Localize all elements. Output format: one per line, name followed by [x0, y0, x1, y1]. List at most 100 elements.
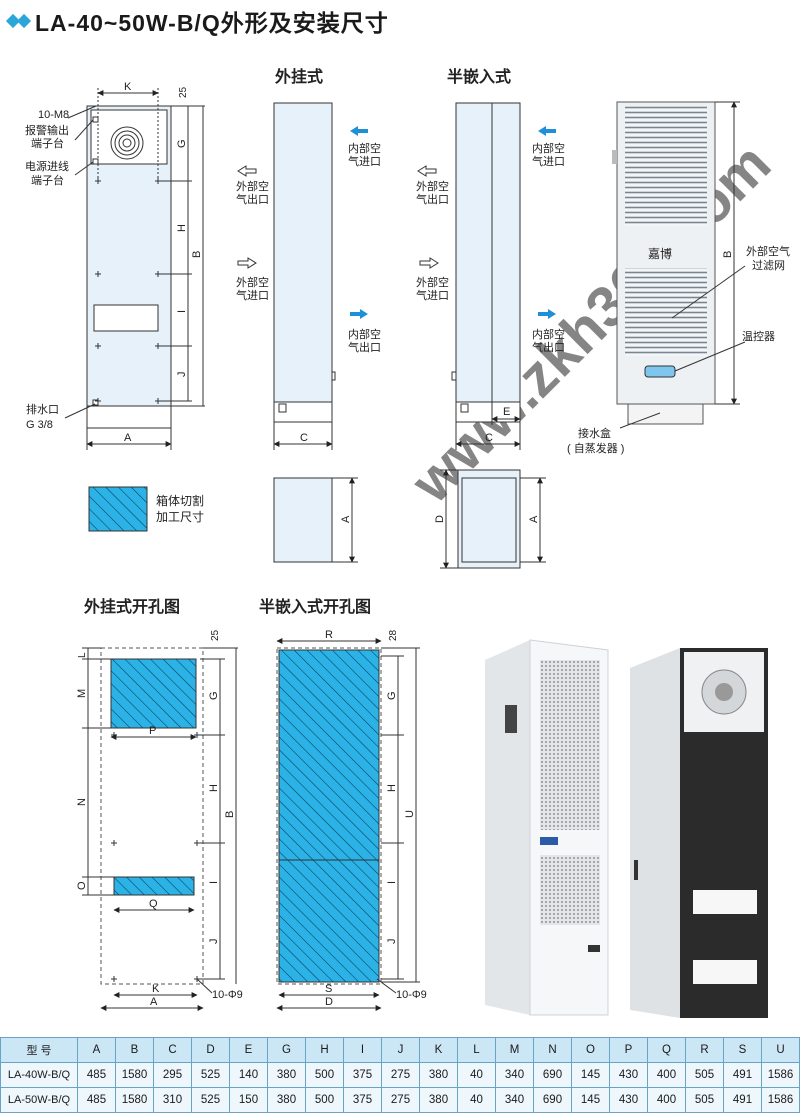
spec-table-cell: 500	[305, 1087, 344, 1113]
semi-int-in-2: 气进口	[532, 154, 565, 168]
cut-dim-a: A	[150, 996, 158, 1008]
legend-line-1: 箱体切割	[156, 493, 204, 508]
spec-table-cell: 500	[305, 1062, 344, 1088]
spec-table-header-cell: P	[609, 1037, 648, 1063]
callout-drain-2: G 3/8	[26, 419, 53, 431]
spec-table-cell: 380	[267, 1062, 306, 1088]
spec-table-header-cell: C	[153, 1037, 192, 1063]
cut-dim-k: K	[152, 983, 160, 995]
semi-ext-in-arrow-icon	[419, 257, 439, 269]
spec-table-header-cell: G	[267, 1037, 306, 1063]
dim-c-label-semi: C	[485, 432, 493, 444]
semi-ext-out-2: 气出口	[416, 192, 449, 206]
spec-table-cell: 430	[609, 1087, 648, 1113]
spec-table-header-cell: A	[77, 1037, 116, 1063]
spec-table-cell: LA-50W-B/Q	[0, 1087, 78, 1113]
semi-cut-dim-r: R	[325, 629, 333, 641]
cut-dim-p: P	[149, 725, 156, 737]
wall-ext-out-1: 外部空	[236, 179, 269, 193]
cut-dim-i: I	[208, 881, 220, 884]
semi-ext-out-arrow-icon	[417, 165, 437, 177]
cut-dim-h: H	[208, 784, 220, 792]
brand-logo: 嘉博	[648, 246, 672, 261]
spec-table-cell: 380	[419, 1087, 458, 1113]
spec-table-cell: 1580	[115, 1062, 154, 1088]
callout-alarm-2: 端子台	[31, 136, 64, 150]
int-in-arrow-icon	[350, 126, 368, 136]
spec-table-cell: 485	[77, 1087, 116, 1113]
dim-j-label: J	[176, 372, 188, 378]
semi-ext-in-2: 气进口	[416, 288, 449, 302]
dim-b-label: B	[191, 251, 203, 258]
spec-table-cell: 40	[457, 1062, 496, 1088]
spec-table-cell: LA-40W-B/Q	[0, 1062, 78, 1088]
spec-table-cell: 1580	[115, 1087, 154, 1113]
cut-dim-q: Q	[149, 898, 158, 910]
semi-cut-dim-d: D	[325, 996, 333, 1008]
spec-table-header-cell: Q	[647, 1037, 686, 1063]
spec-table-cell: 275	[381, 1062, 420, 1088]
spec-table-cell: 430	[609, 1062, 648, 1088]
spec-table-header-cell: B	[115, 1037, 154, 1063]
spec-table-cell: 525	[191, 1062, 230, 1088]
semi-int-out-1: 内部空	[532, 327, 565, 341]
semi-cut-dim-28: 28	[388, 629, 399, 641]
spec-table-cell: 400	[647, 1062, 686, 1088]
callout-power-1: 电源进线	[25, 159, 69, 173]
callout-thermo: 温控器	[742, 329, 775, 343]
wall-int-in-1: 内部空	[348, 141, 381, 155]
wall-int-out-1: 内部空	[348, 327, 381, 341]
cut-dim-m: M	[76, 689, 88, 698]
spec-table-cell: 310	[153, 1087, 192, 1113]
spec-table-cell: 491	[723, 1087, 762, 1113]
page-title: LA-40~50W-B/Q外形及安装尺寸	[5, 6, 389, 36]
spec-table-header-cell: M	[495, 1037, 534, 1063]
wall-ext-in-1: 外部空	[236, 275, 269, 289]
dim-e-label: E	[503, 406, 510, 418]
dim-d-label-semi-side: D	[434, 515, 446, 523]
semi-int-in-1: 内部空	[532, 141, 565, 155]
callout-m8: 10-M8	[38, 109, 69, 121]
dim-b-label-photo: B	[722, 251, 734, 258]
semi-int-in-arrow-icon	[538, 126, 556, 136]
spec-table-cell: 40	[457, 1087, 496, 1113]
wall-mount-side-view: 外挂式 C 外部空 气出口 外部空 气进口 内部空 气进口 内部空 气出口	[236, 67, 381, 563]
callout-tray-2: ( 自蒸发器 )	[567, 441, 624, 455]
dim-a-label-semi-side: A	[528, 515, 540, 523]
dim-g-label: G	[176, 139, 188, 148]
spec-table-cell: 491	[723, 1062, 762, 1088]
legend-line-2: 加工尺寸	[156, 510, 204, 524]
cut-dim-l: L	[77, 652, 88, 658]
dim-c-label-wall: C	[300, 432, 308, 444]
fan-icon	[110, 126, 144, 160]
product-photo-dark	[630, 648, 768, 1018]
spec-table-cell: 485	[77, 1062, 116, 1088]
spec-table-cell: 340	[495, 1087, 534, 1113]
callout-power-2: 端子台	[31, 173, 64, 187]
cut-dim-j: J	[208, 939, 220, 945]
view-title-wall: 外挂式	[274, 67, 323, 86]
spec-table-header-cell: I	[343, 1037, 382, 1063]
semi-ext-in-1: 外部空	[416, 275, 449, 289]
dim-a-label: A	[124, 432, 132, 444]
spec-table-cell: 525	[191, 1087, 230, 1113]
spec-table-cell: 140	[229, 1062, 268, 1088]
spec-table-cell: 375	[343, 1087, 382, 1113]
spec-table-cell: 690	[533, 1087, 572, 1113]
cut-phi9-wall: 10-Φ9	[212, 989, 243, 1001]
spec-table-cell: 145	[571, 1087, 610, 1113]
callout-alarm-1: 报警输出	[25, 123, 69, 137]
dim-a-label-wall-side: A	[340, 515, 352, 523]
spec-table-cell: 375	[343, 1062, 382, 1088]
spec-table-cell: 145	[571, 1062, 610, 1088]
legend: 箱体切割 加工尺寸	[88, 486, 204, 532]
callout-drain-1: 排水口	[26, 402, 59, 416]
callout-filter-2: 过滤网	[752, 259, 785, 272]
semi-cut-dim-g: G	[386, 691, 398, 700]
view-title-semi-cut: 半嵌入式开孔图	[259, 597, 371, 616]
spec-table-header-cell: 型 号	[0, 1037, 78, 1063]
